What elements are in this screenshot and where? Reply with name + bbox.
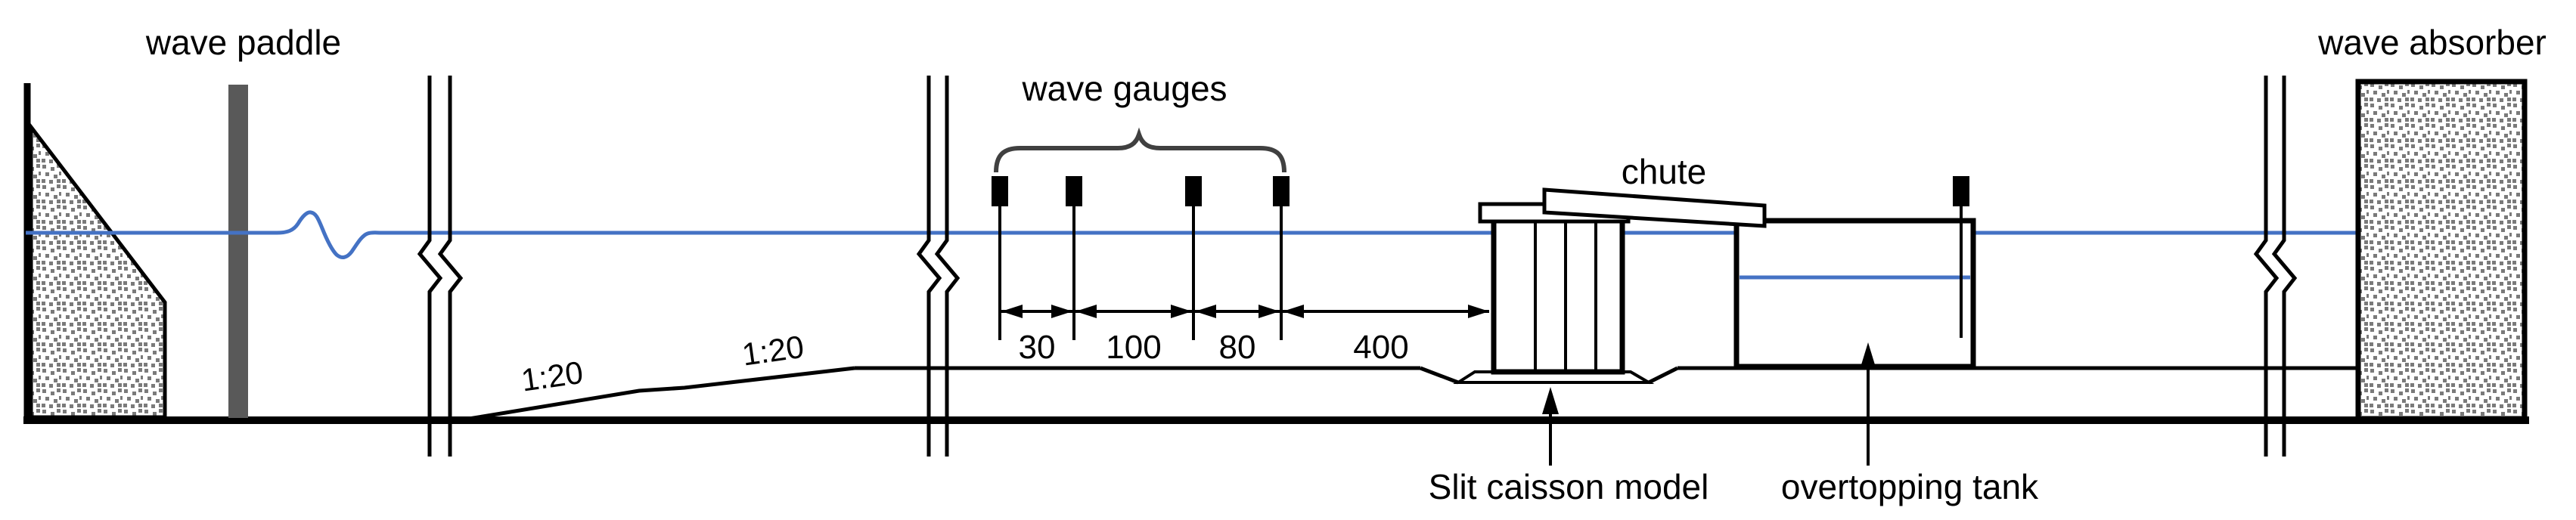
- gauge-head: [1273, 176, 1290, 206]
- overtopping-tank: [1733, 176, 1976, 370]
- dim-label-30: 30: [1019, 329, 1056, 366]
- chute-shape: [1542, 187, 1767, 228]
- gauge-head: [1953, 176, 1969, 206]
- break-symbol-3: [2253, 76, 2298, 457]
- tank-box: [1733, 218, 1976, 370]
- bed-dip-right: [1647, 366, 1679, 385]
- slit-caisson-model: [1478, 202, 1631, 375]
- slope-label-1: 1:20: [519, 354, 585, 398]
- caisson-body: [1491, 218, 1625, 375]
- wave-gauge-3: [1185, 176, 1202, 340]
- dim-label-400: 400: [1353, 329, 1408, 366]
- back-absorber-gravel: [29, 121, 167, 419]
- wave-gauges-brace: [994, 127, 1286, 173]
- slit-caisson-label: Slit caisson model: [1429, 467, 1709, 506]
- dimension-arrowheads: [1001, 305, 1489, 318]
- tank-pointer-arrow: [1860, 342, 1876, 466]
- gauge-head: [1066, 176, 1082, 206]
- overtopping-tank-label: overtopping tank: [1781, 467, 2039, 506]
- wave-gauges-label: wave gauges: [1021, 69, 1227, 108]
- wave-paddle: [228, 85, 248, 418]
- break-symbol-2: [916, 76, 961, 457]
- wave-crest-symbol: [276, 210, 382, 259]
- break-symbol-1: [417, 76, 464, 457]
- wave-gauge-2: [1066, 176, 1082, 340]
- wave-gauge-1: [992, 176, 1008, 340]
- slope-label-2: 1:20: [740, 329, 805, 373]
- wave-absorber-block: [2355, 79, 2528, 422]
- gauge-head: [992, 176, 1008, 206]
- gauge-head: [1185, 176, 1202, 206]
- slope-1-20-line: [468, 366, 855, 421]
- wave-paddle-label: wave paddle: [145, 23, 341, 62]
- dim-label-100: 100: [1106, 329, 1161, 366]
- wave-absorber-label: wave absorber: [2317, 23, 2547, 62]
- dim-label-80: 80: [1219, 329, 1256, 366]
- tank-wave-gauge: [1953, 176, 1969, 338]
- chute-label: chute: [1622, 152, 1707, 191]
- caisson-pointer-arrow: [1542, 387, 1559, 466]
- wave-gauge-4: [1273, 176, 1290, 340]
- bed-dip-left: [1420, 366, 1459, 385]
